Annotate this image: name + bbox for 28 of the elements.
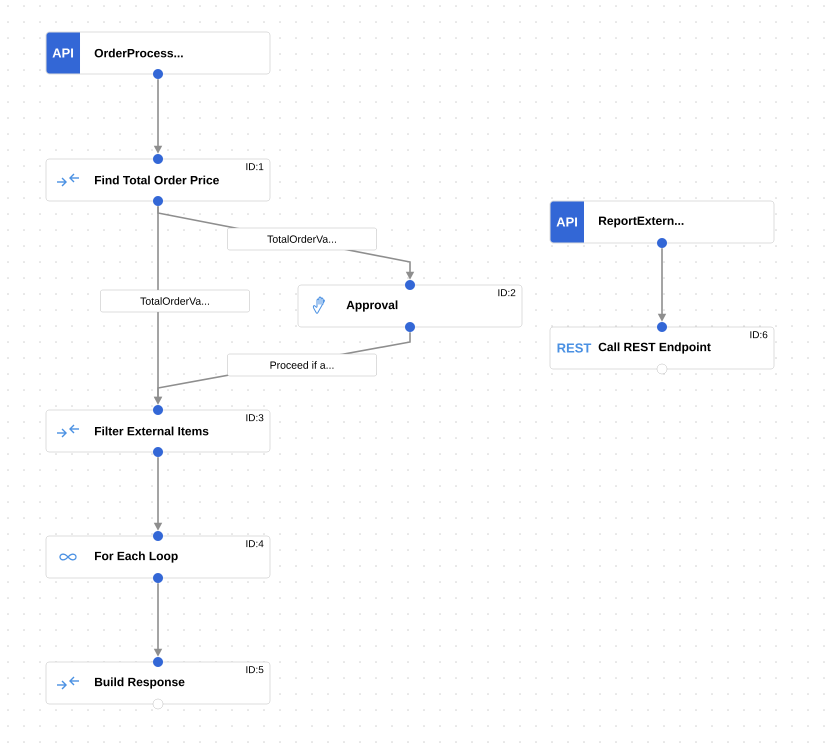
step-title: Find Total Order Price bbox=[95, 176, 219, 184]
step-box bbox=[46, 154, 270, 206]
step-box bbox=[46, 405, 270, 457]
api-badge: API bbox=[550, 202, 584, 242]
id-label: ID:3 bbox=[246, 414, 264, 422]
step-title: Filter External Items bbox=[95, 426, 208, 436]
step-title: Approval bbox=[346, 300, 398, 312]
step-title: Build Response bbox=[95, 677, 184, 689]
edge-label: TotalOrderVa... bbox=[100, 290, 250, 312]
id-label: ID:1 bbox=[246, 163, 264, 170]
id-label: ID:4 bbox=[246, 540, 264, 548]
step-box bbox=[46, 32, 270, 79]
step-title: For Each Loop bbox=[95, 551, 178, 563]
id-label: ID:6 bbox=[750, 331, 768, 338]
id-label: ID:2 bbox=[498, 289, 516, 296]
step-box bbox=[46, 531, 270, 583]
step-title: Call REST Endpoint bbox=[598, 342, 711, 354]
api-badge: API bbox=[46, 32, 80, 74]
edge-label: Proceed if a... bbox=[227, 354, 377, 376]
id-label: ID:5 bbox=[246, 666, 264, 674]
step-title: ReportExtern... bbox=[599, 216, 684, 228]
step-box bbox=[298, 280, 522, 332]
edge-label: TotalOrderVa... bbox=[227, 228, 377, 250]
step-box bbox=[550, 200, 774, 248]
step-title: OrderProcess... bbox=[94, 48, 183, 58]
rest-icon: REST bbox=[558, 343, 592, 353]
step-box bbox=[550, 322, 774, 374]
step-box bbox=[46, 657, 270, 710]
